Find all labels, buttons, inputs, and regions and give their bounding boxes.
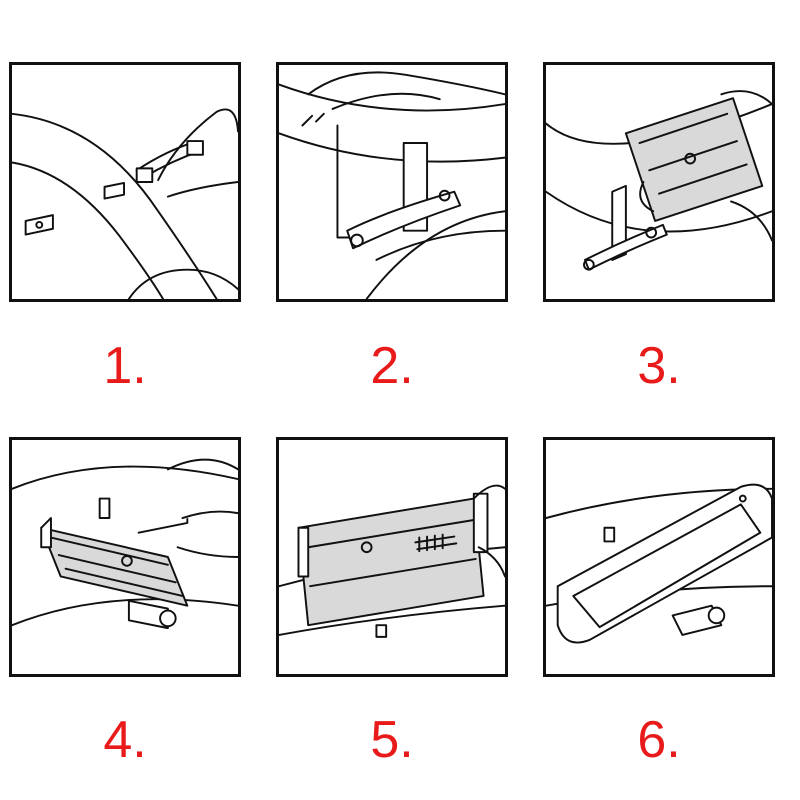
step-2-number: 2. — [370, 337, 414, 395]
step-4-panel — [9, 437, 241, 677]
step-2-panel — [276, 62, 508, 302]
step-6-illustration — [546, 483, 772, 644]
step-4-number: 4. — [103, 711, 147, 769]
step-3-panel — [543, 62, 775, 302]
step-5-panel — [276, 437, 508, 677]
step-3-number: 3. — [637, 337, 681, 395]
step-1-panel — [9, 62, 241, 302]
step-6-panel — [543, 437, 775, 677]
step-3-illustration — [546, 90, 772, 271]
step-6-number: 6. — [637, 711, 681, 769]
step-2-illustration — [279, 71, 505, 299]
step-5-number: 5. — [370, 711, 414, 769]
step-4-illustration — [12, 458, 238, 630]
step-5-illustration — [279, 484, 505, 638]
step-1-number: 1. — [103, 337, 147, 395]
step-1-illustration — [12, 108, 238, 299]
